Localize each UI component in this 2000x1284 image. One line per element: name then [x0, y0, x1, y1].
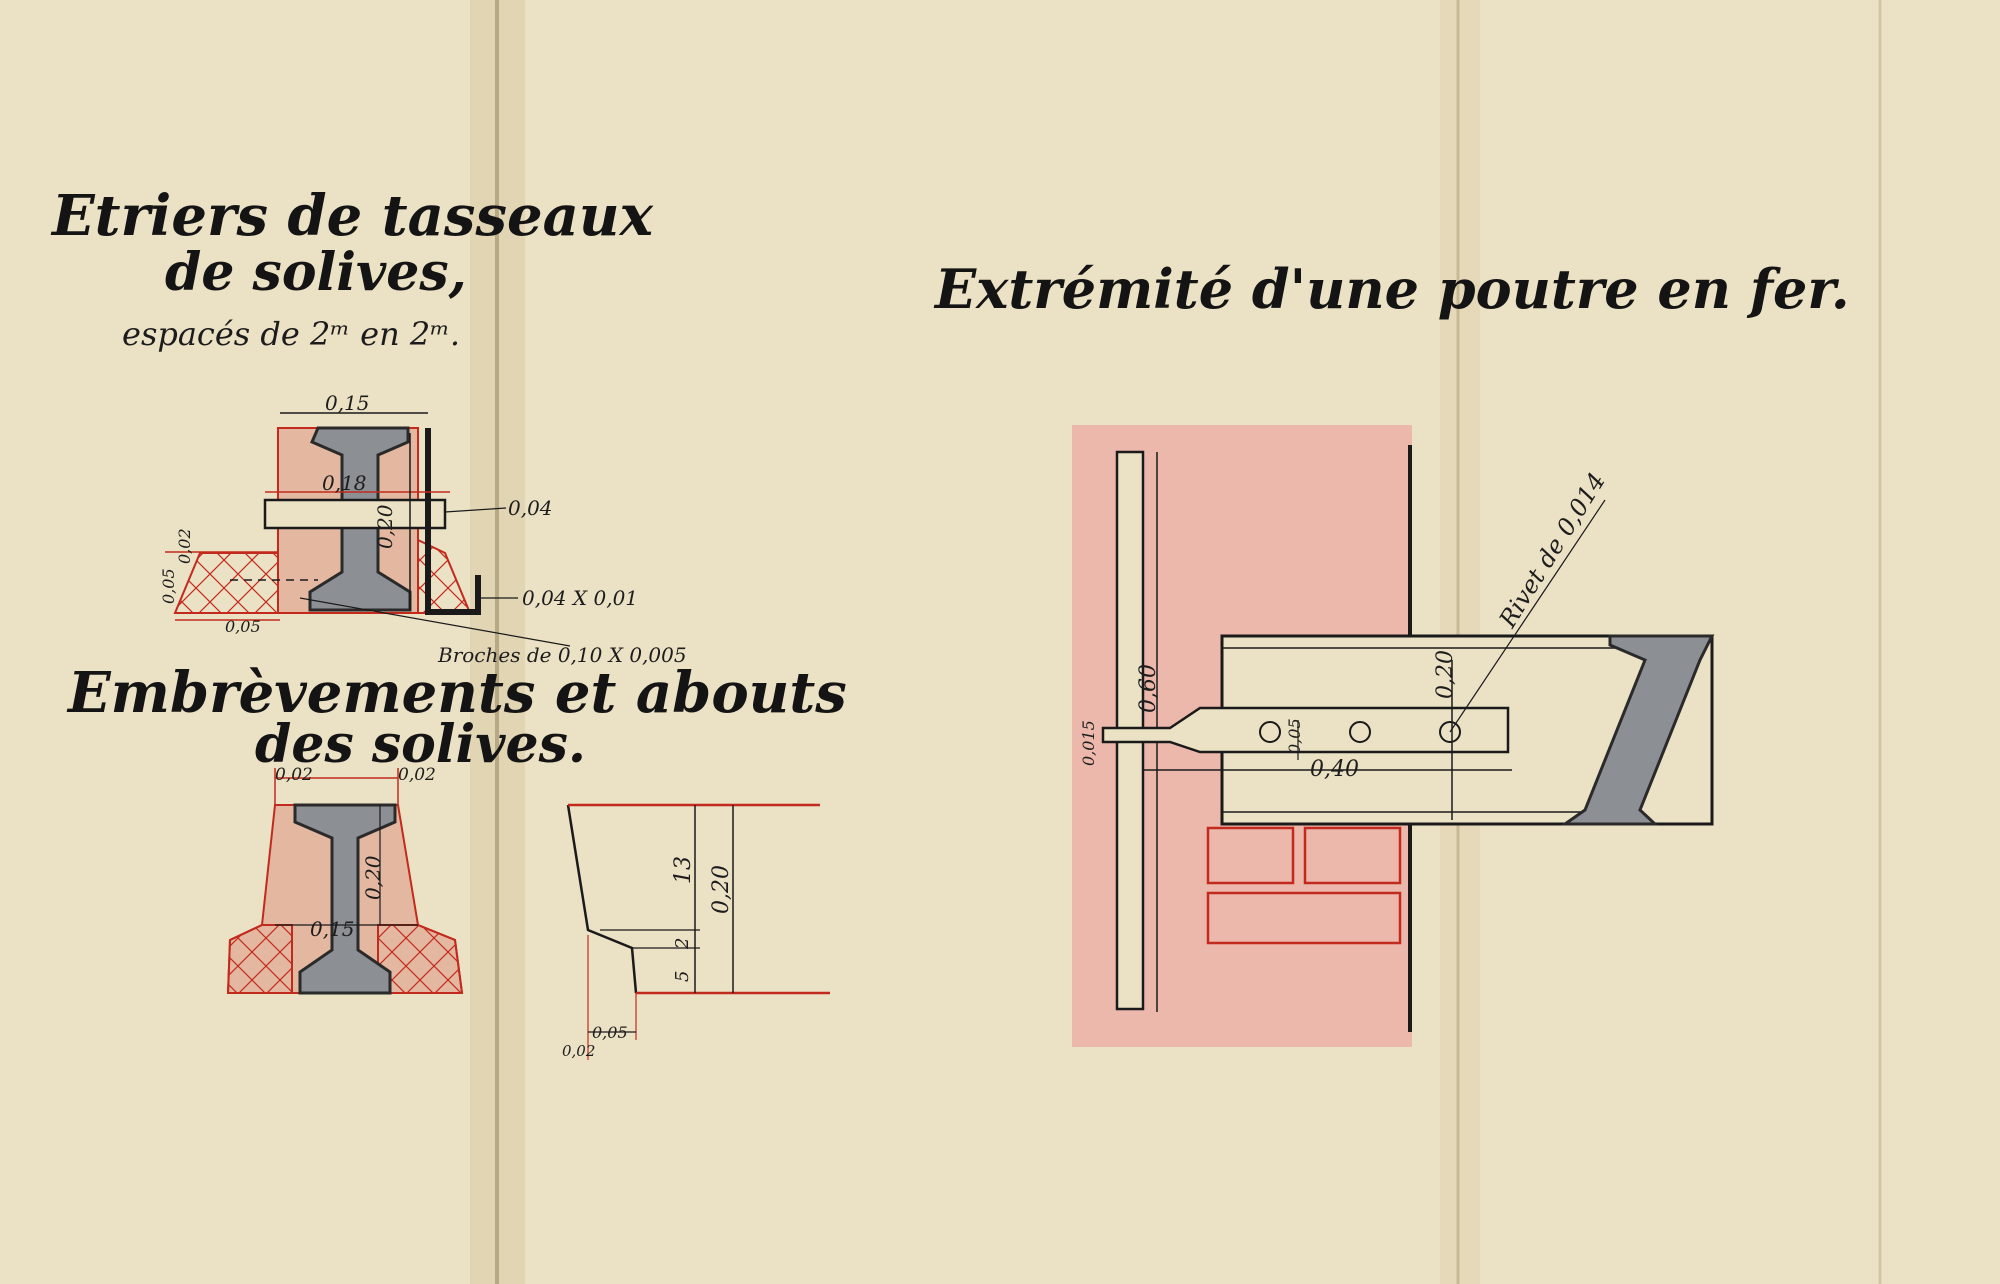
title-embrevements-line2: des solives. — [255, 714, 586, 775]
dim-poutre-tail: 0,015 — [1079, 720, 1098, 766]
dim-poutre-rivet: Rivet de 0,014 — [1493, 468, 1611, 634]
dim-about-20: 0,20 — [709, 865, 734, 914]
dim-embrev-height: 0,20 — [361, 855, 385, 900]
etriers-detail: 0,15 0,18 0,20 0,04 0,04 X 0,01 0,02 0,0… — [159, 391, 687, 667]
dim-poutre-height: 0,60 — [1136, 664, 1161, 713]
dim-etriers-left-b: 0,05 — [159, 568, 178, 604]
title-etriers-line2: de solives, — [165, 242, 467, 303]
etriers-spacing-note: espacés de 2ᵐ en 2ᵐ. — [122, 315, 460, 353]
dim-about-bottom2: 0,02 — [562, 1042, 595, 1060]
rivet-1 — [1259, 721, 1281, 743]
dim-etriers-left-a: 0,02 — [175, 528, 194, 564]
dim-etriers-bolt-dia: 0,04 — [508, 496, 553, 520]
embrevement-detail: 0,02 0,02 0,20 0,15 — [226, 765, 464, 995]
dim-about-5: 5 — [672, 971, 693, 982]
dim-about-bottom1: 0,05 — [592, 1023, 628, 1042]
about-profile: 13 0,20 2 5 0,05 0,02 — [562, 803, 830, 1060]
dim-etriers-strap: 0,04 X 0,01 — [522, 586, 638, 610]
dim-poutre-plate-length: 0,40 — [1310, 757, 1359, 782]
dim-about-13: 13 — [671, 856, 696, 884]
dim-etriers-broches: Broches de 0,10 X 0,005 — [437, 643, 687, 667]
rivet-2 — [1349, 721, 1371, 743]
dim-etriers-bolt-length: 0,18 — [322, 471, 367, 495]
title-embrevements-line1: Embrèvements et abouts — [66, 660, 847, 726]
dim-embrev-top-right: 0,02 — [398, 765, 436, 785]
dim-etriers-height: 0,20 — [373, 504, 397, 549]
title-etriers-line1: Etriers de tasseaux — [50, 183, 654, 249]
dim-about-2: 2 — [672, 938, 693, 950]
dim-poutre-beam-height: 0,20 — [1433, 650, 1458, 699]
rivet-3 — [1439, 721, 1461, 743]
dim-etriers-width: 0,15 — [325, 391, 370, 415]
dim-poutre-plate-thickness: 0,05 — [1285, 718, 1304, 754]
dim-embrev-top-left: 0,02 — [275, 765, 313, 785]
dim-etriers-bottom: 0,05 — [225, 617, 261, 636]
poutre-detail: Rivet de 0,014 0,60 0,20 0,40 0,05 0,015 — [1072, 425, 1715, 1047]
title-extremite: Extrémité d'une poutre en fer. — [933, 257, 1850, 321]
dim-embrev-base: 0,15 — [310, 917, 355, 941]
